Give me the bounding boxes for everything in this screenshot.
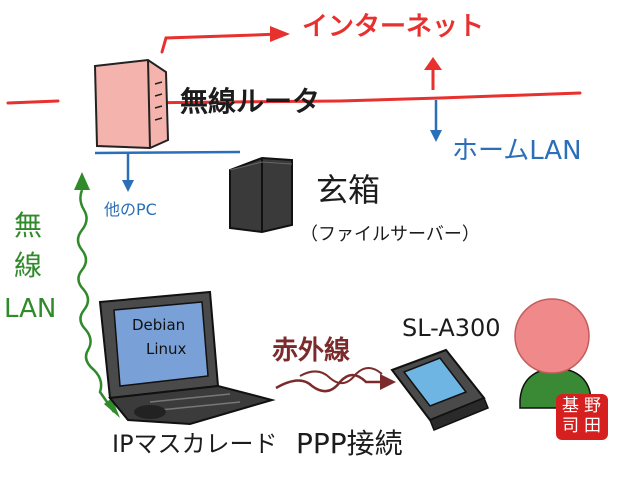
pda-icon	[390, 348, 489, 431]
router-icon	[93, 58, 170, 150]
wireless-lan-label-3: LAN	[4, 294, 57, 324]
infrared-arrowhead	[380, 374, 396, 390]
router-lan-line	[94, 150, 241, 155]
laptop-icon	[98, 290, 276, 426]
file-server-label: （ファイルサーバー）	[300, 224, 480, 245]
ip-masquerade-label: IPマスカレード	[112, 430, 278, 458]
internet-arrowhead	[270, 26, 290, 42]
backbone-up-arrowhead	[424, 57, 442, 70]
ppp-label: PPP接続	[296, 427, 403, 460]
internet-label: インターネット	[302, 12, 485, 42]
wireless-down-arrowhead	[104, 398, 120, 418]
infrared-label: 赤外線	[272, 336, 351, 366]
other-pc-label: 他のPC	[104, 200, 157, 219]
seal-char-2: 田	[584, 416, 601, 436]
router-label: 無線ルータ	[180, 85, 321, 118]
screen-debian: Debian	[132, 316, 186, 334]
internet-line	[6, 91, 582, 105]
seal-stamp	[556, 394, 608, 440]
home-lan-label: ホームLAN	[452, 136, 582, 166]
seal-char-4: 司	[562, 416, 579, 436]
genbako-label: 玄箱	[316, 171, 381, 209]
screen-linux: Linux	[146, 340, 187, 358]
wireless-up-arrowhead	[74, 172, 90, 190]
other-pc-arrowhead	[122, 180, 134, 192]
seal-char-1: 野	[584, 396, 601, 416]
genbako-icon	[229, 156, 293, 234]
sl-a300-label: SL-A300	[402, 314, 501, 342]
wireless-lan-label-2: 線	[14, 249, 43, 282]
seal-char-3: 基	[562, 396, 579, 416]
wireless-link	[76, 189, 116, 413]
router-to-internet-arrow	[160, 32, 280, 54]
person-avatar	[514, 298, 593, 409]
home-lan-arrowhead	[430, 130, 442, 142]
infrared-link	[275, 373, 386, 393]
wireless-lan-label-1: 無	[14, 209, 43, 242]
